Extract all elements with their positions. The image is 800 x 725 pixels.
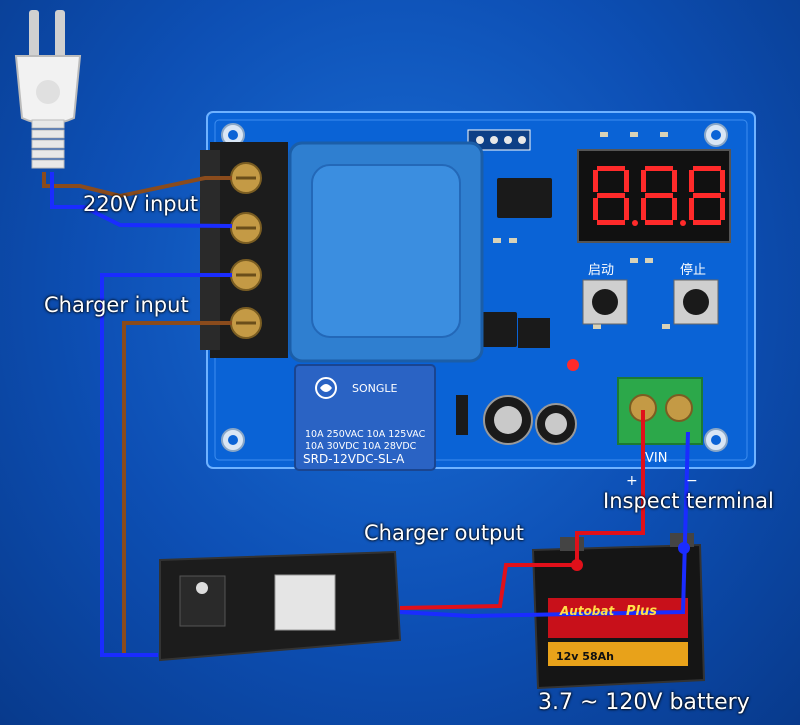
relay-icon <box>294 364 436 471</box>
vin-label: VIN <box>645 451 667 466</box>
button-start-label: 启动 <box>588 263 614 278</box>
vin-minus: − <box>686 473 698 489</box>
relay-rating-2: 10A 30VDC 10A 28VDC <box>305 441 417 452</box>
battery-rating: 12v 58Ah <box>556 650 614 663</box>
screw-terminal-block <box>200 142 288 358</box>
seven-segment-display <box>577 149 731 243</box>
relay-brand: SONGLE <box>352 382 398 395</box>
label-charger-input: Charger input <box>44 293 189 317</box>
battery-brand-2: Plus <box>626 604 657 619</box>
label-charger-output: Charger output <box>364 521 524 545</box>
status-led <box>567 359 579 371</box>
label-inspect-terminal: Inspect terminal <box>603 489 774 513</box>
label-220v-input: 220V input <box>83 192 199 216</box>
battery-brand-1: Autobat <box>559 604 615 618</box>
vin-plus: + <box>626 473 638 489</box>
relay-rating-1: 10A 250VAC 10A 125VAC <box>305 429 426 440</box>
capacitors <box>483 395 577 445</box>
push-buttons <box>582 279 719 325</box>
relay-model: SRD-12VDC-SL-A <box>303 452 405 466</box>
power-plug-icon <box>14 10 82 169</box>
blue-wires <box>50 172 690 657</box>
transformer-icon <box>288 141 484 363</box>
charger-icon <box>159 550 402 662</box>
label-battery-range: 3.7 ~ 120V battery <box>538 690 750 715</box>
button-stop-label: 停止 <box>680 262 706 278</box>
